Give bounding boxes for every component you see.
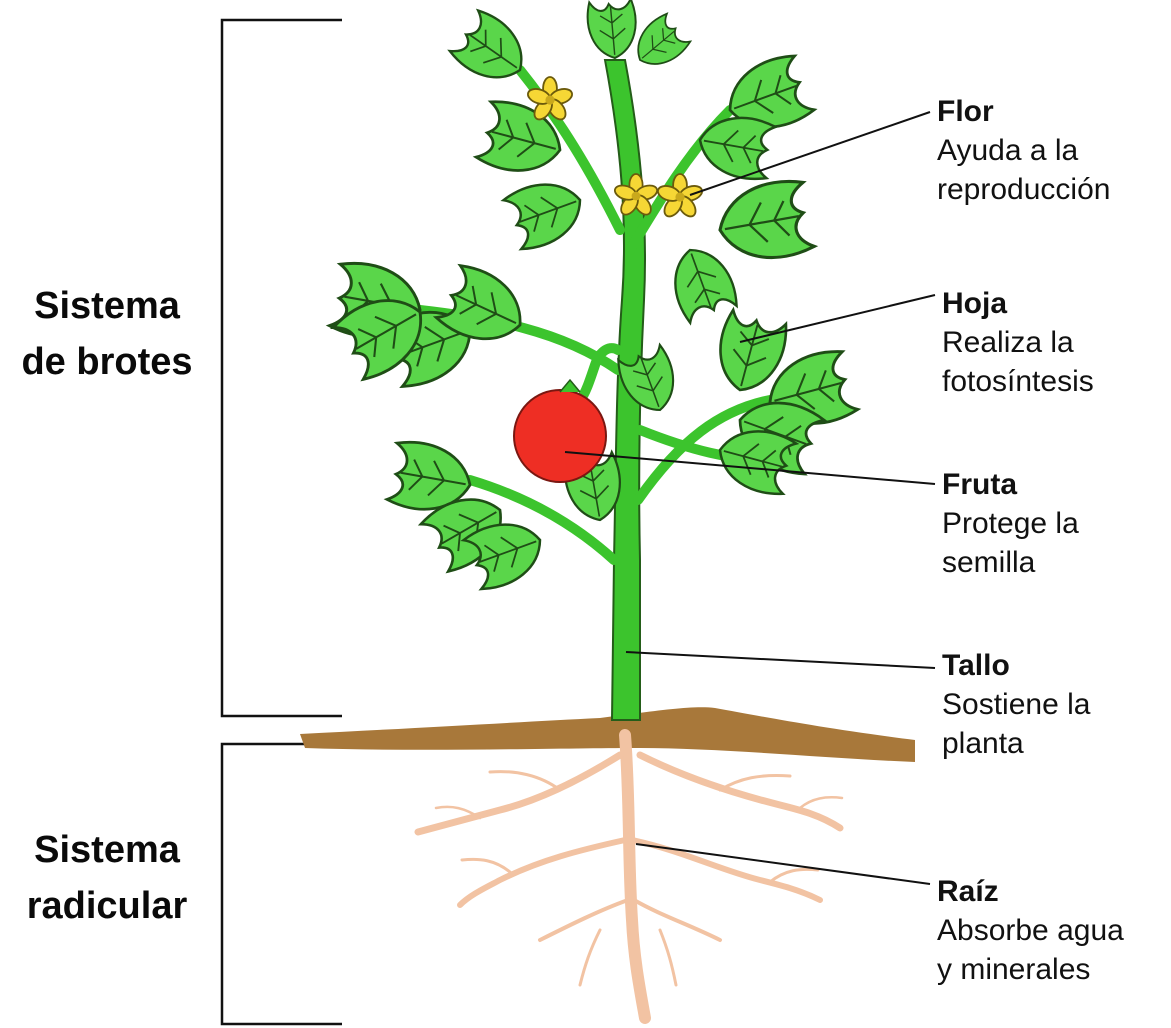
leaf-pointer-line: [740, 295, 935, 342]
shoot-system-label: Sistema de brotes: [2, 278, 212, 390]
leaf-desc-line1: Realiza la: [942, 323, 1094, 362]
soil-strip: [300, 707, 915, 762]
flower-label: Flor Ayuda a la reproducción: [937, 92, 1110, 209]
tomato-fruit: [514, 380, 606, 482]
shoot-system-line2: de brotes: [2, 334, 212, 390]
fruit-title: Fruta: [942, 465, 1079, 504]
root-system-line2: radicular: [2, 878, 212, 934]
stem-desc-line2: planta: [942, 724, 1090, 763]
root-desc-line1: Absorbe agua: [937, 911, 1124, 950]
stem-desc-line1: Sostiene la: [942, 685, 1090, 724]
fruit-desc-line2: semilla: [942, 543, 1079, 582]
stem-label: Tallo Sostiene la planta: [942, 646, 1090, 763]
stem-pointer-line: [626, 652, 935, 668]
root-system-label: Sistema radicular: [2, 822, 212, 934]
flower-title: Flor: [937, 92, 1110, 131]
root-desc-line2: y minerales: [937, 950, 1124, 989]
root-system-line1: Sistema: [2, 822, 212, 878]
flower-desc-line1: Ayuda a la: [937, 131, 1110, 170]
fruit-label: Fruta Protege la semilla: [942, 465, 1079, 582]
roots: [418, 735, 842, 1018]
fruit-desc-line1: Protege la: [942, 504, 1079, 543]
root-label: Raíz Absorbe agua y minerales: [937, 872, 1124, 989]
root-system-bracket: [222, 744, 342, 1024]
stem-title: Tallo: [942, 646, 1090, 685]
shoot-system-line1: Sistema: [2, 278, 212, 334]
root-pointer-line: [636, 844, 930, 884]
leaves: [329, 0, 859, 593]
flower-desc-line2: reproducción: [937, 170, 1110, 209]
leaf-label: Hoja Realiza la fotosíntesis: [942, 284, 1094, 401]
leaf-title: Hoja: [942, 284, 1094, 323]
leaf-desc-line2: fotosíntesis: [942, 362, 1094, 401]
root-title: Raíz: [937, 872, 1124, 911]
shoot-system-bracket: [222, 20, 342, 716]
